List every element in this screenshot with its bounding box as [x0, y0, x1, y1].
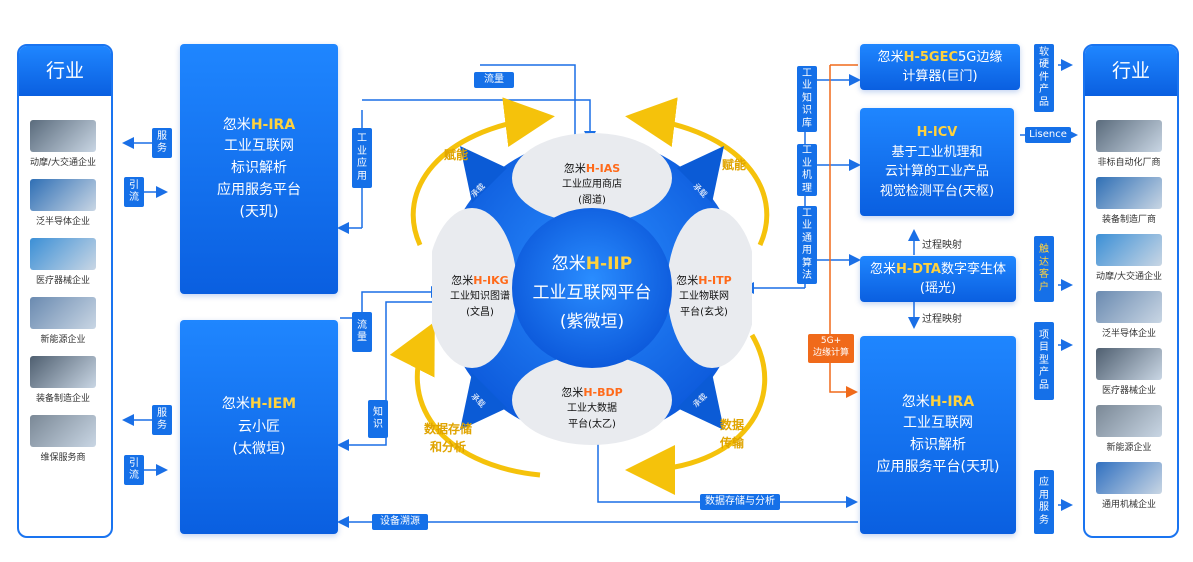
industry-photo	[30, 120, 96, 152]
ring-center-text[interactable]: 忽米H-IIP 工业互联网平台 (紫微垣)	[532, 254, 652, 332]
industry-photo	[1096, 462, 1162, 494]
guide-tag-bottom: 引流	[124, 455, 144, 485]
right-industry-item: 装备制造厂商	[1089, 177, 1169, 225]
flow-tag-top: 流量	[474, 72, 514, 88]
process-map-top: 过程映射	[922, 240, 962, 251]
guide-tag-top: 引流	[124, 177, 144, 207]
hardware-tag: 软硬件产品	[1034, 44, 1054, 112]
industry-photo	[30, 297, 96, 329]
ring-bottom-text[interactable]: 忽米H-BDP 工业大数据 平台(太乙)	[561, 386, 623, 430]
industry-photo	[1096, 120, 1162, 152]
right-industry-label: 非标自动化厂商	[1097, 158, 1161, 168]
right-industry-item: 动摩/大交通企业	[1089, 234, 1169, 282]
industry-photo	[30, 179, 96, 211]
petal-top	[512, 133, 672, 223]
license-tag: Lisence	[1025, 127, 1071, 143]
left-industry-item: 维保服务商	[23, 415, 103, 463]
storage-label: 数据存储和分析	[424, 422, 473, 454]
left-industry-item: 动摩/大交通企业	[23, 120, 103, 168]
storage-analysis-tag: 数据存储与分析	[700, 494, 780, 510]
right-industry-item: 非标自动化厂商	[1089, 120, 1169, 168]
device-trace-tag: 设备溯源	[372, 514, 428, 530]
right-industry-label: 动摩/大交通企业	[1095, 272, 1163, 282]
industry-photo	[1096, 348, 1162, 380]
service-tag-bottom: 服务	[152, 405, 172, 435]
left-industry-item: 装备制造企业	[23, 356, 103, 404]
icv-box[interactable]: H-ICV 基于工业机理和 云计算的工业产品 视觉检测平台(天枢)	[860, 108, 1014, 216]
ring-arm-br	[677, 373, 724, 430]
ring-arm-tr	[677, 146, 724, 203]
left-industry-label: 维保服务商	[40, 453, 86, 463]
left-industry-label: 泛半导体企业	[35, 217, 90, 227]
right-industry-label: 医疗器械企业	[1101, 386, 1156, 396]
left-industry-label: 装备制造企业	[35, 394, 90, 404]
right-industry-item: 新能源企业	[1089, 405, 1169, 453]
right-industry-label: 装备制造厂商	[1101, 215, 1156, 225]
right-industry-item: 通用机械企业	[1089, 462, 1169, 510]
left-industry-label: 新能源企业	[40, 335, 86, 345]
right-industry-item: 泛半导体企业	[1089, 291, 1169, 339]
right-industry-label: 新能源企业	[1106, 443, 1152, 453]
petal-right	[667, 208, 752, 368]
left-industry-panel: 行业	[17, 44, 113, 538]
app-service-tag: 应用服务	[1034, 470, 1054, 534]
iem-box[interactable]: 忽米H-IEM 云小匠 (太微垣)	[180, 320, 338, 534]
industry-photo	[30, 415, 96, 447]
left-industry-label: 医疗器械企业	[35, 276, 90, 286]
gec-box[interactable]: 忽米H-5GEC5G边缘 计算器(巨门)	[860, 44, 1020, 90]
left-industry-item: 新能源企业	[23, 297, 103, 345]
right-industry-item: 医疗器械企业	[1089, 348, 1169, 396]
industry-photo	[30, 356, 96, 388]
industry-photo	[1096, 405, 1162, 437]
ring-top-text[interactable]: 忽米H-IAS 工业应用商店 (阁道)	[562, 162, 622, 206]
left-industry-label: 动摩/大交通企业	[29, 158, 97, 168]
right-industry-label: 通用机械企业	[1101, 500, 1156, 510]
ring-arm-tl	[460, 146, 507, 203]
petal-bottom	[512, 355, 672, 445]
knowledge-tag: 知识	[368, 400, 388, 438]
industrial-app-tag: 工业应用	[352, 128, 372, 188]
right-industry-label: 泛半导体企业	[1101, 329, 1156, 339]
mechanism-tag: 工业机理	[797, 144, 817, 196]
dta-box[interactable]: 忽米H-DTA数字孪生体 (瑶光)	[860, 256, 1016, 302]
right-industry-title: 行业	[1085, 46, 1177, 96]
industry-photo	[30, 238, 96, 270]
platform-ring	[432, 133, 752, 445]
reach-customer-tag: 触达客户	[1034, 236, 1054, 302]
left-industry-title: 行业	[19, 46, 111, 96]
industry-photo	[1096, 291, 1162, 323]
knowledge-base-tag: 工业知识库	[797, 66, 817, 132]
process-map-bottom: 过程映射	[922, 314, 962, 325]
ira-right-box[interactable]: 忽米H-IRA 工业互联网 标识解析 应用服务平台(天玑)	[860, 336, 1016, 534]
empower-left-label: 赋能	[444, 148, 469, 162]
left-industry-item: 泛半导体企业	[23, 179, 103, 227]
empower-right-label: 赋能	[722, 158, 747, 172]
service-tag-top: 服务	[152, 128, 172, 158]
industry-photo	[1096, 234, 1162, 266]
project-product-tag: 项目型产品	[1034, 322, 1054, 400]
left-industry-item: 医疗器械企业	[23, 238, 103, 286]
ring-left-text[interactable]: 忽米H-IKG 工业知识图谱 (文昌)	[450, 274, 510, 318]
edge-tag: 5G+边缘计算	[808, 334, 854, 363]
ring-arm-bl	[460, 373, 507, 430]
petal-left	[432, 208, 517, 368]
ira-left-box[interactable]: 忽米H-IRA 工业互联网 标识解析 应用服务平台 (天玑)	[180, 44, 338, 294]
ring-right-text[interactable]: 忽米H-ITP 工业物联网 平台(玄戈)	[676, 274, 732, 318]
flow-tag-left: 流量	[352, 312, 372, 352]
transfer-label: 数据传输	[720, 418, 745, 450]
algorithm-tag: 工业通用算法	[797, 206, 817, 284]
industry-photo	[1096, 177, 1162, 209]
ring-center	[512, 208, 672, 368]
